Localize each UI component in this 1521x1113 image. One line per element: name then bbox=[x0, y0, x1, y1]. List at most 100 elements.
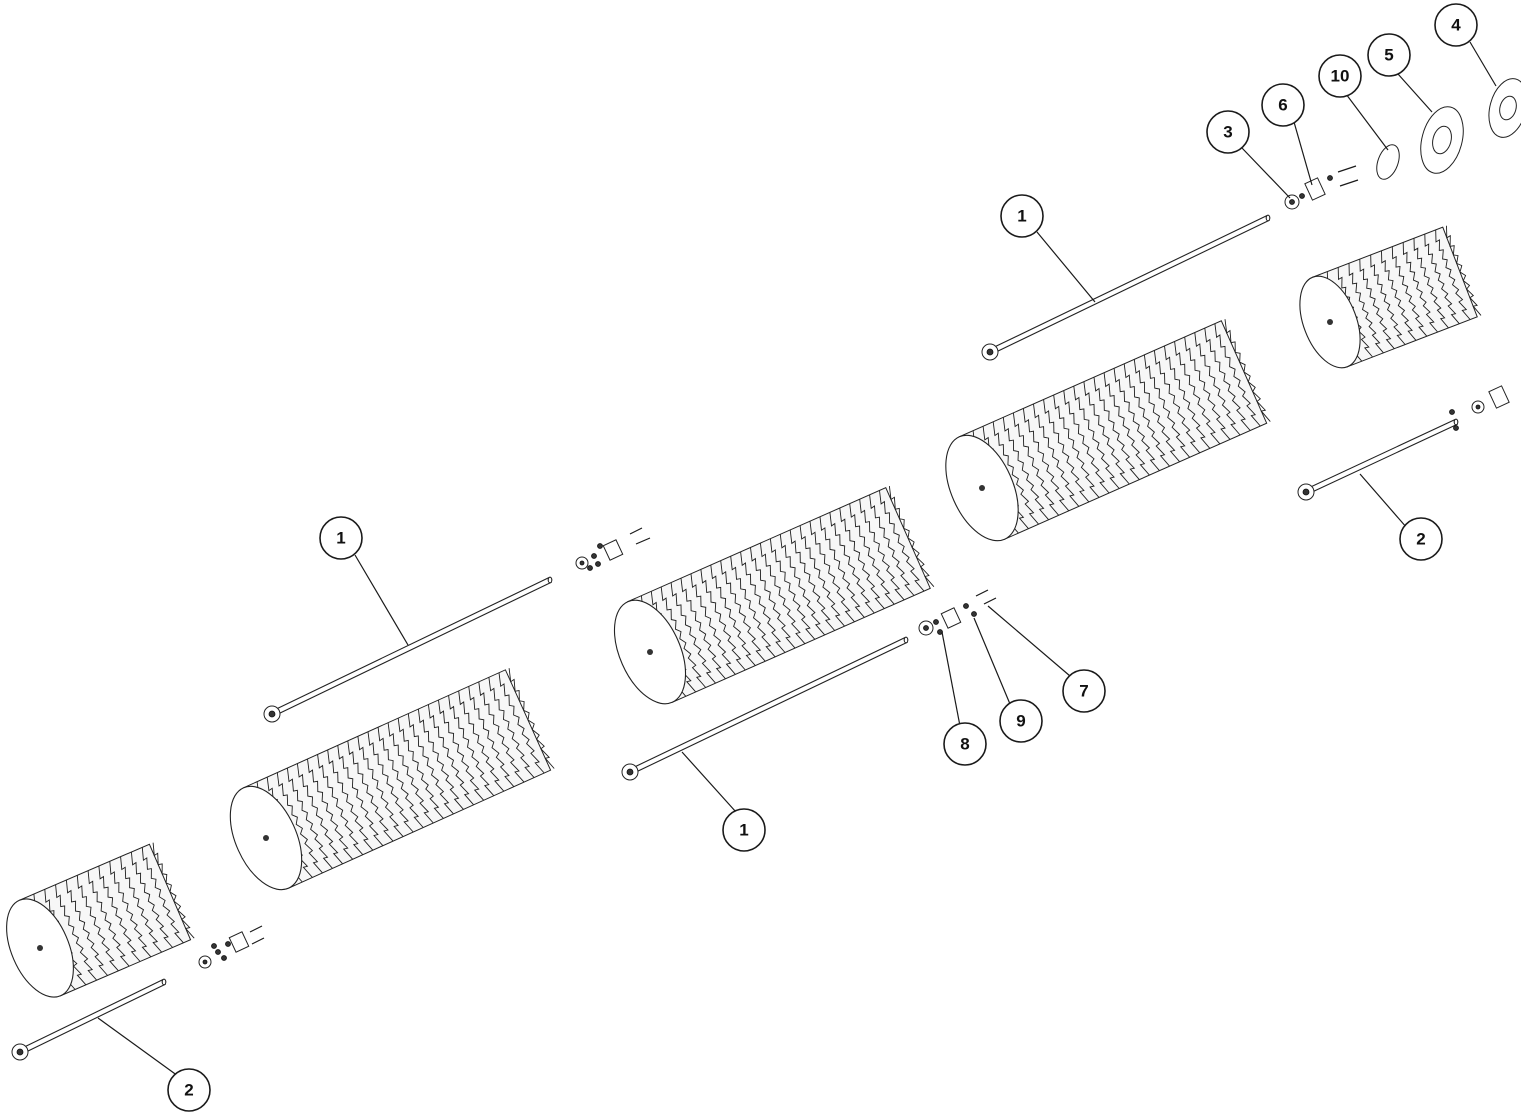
callout-label: 8 bbox=[960, 735, 969, 754]
shaft-end bbox=[903, 636, 909, 644]
roller-fin bbox=[1002, 417, 1049, 520]
roller-fin bbox=[1194, 332, 1241, 436]
bearing-cluster-lower-left bbox=[198, 925, 265, 969]
roller-fin bbox=[448, 695, 495, 796]
roller-fin bbox=[1381, 250, 1417, 341]
roller-fin bbox=[286, 768, 333, 869]
callout-label: 7 bbox=[1079, 682, 1088, 701]
brush-roller-left bbox=[229, 668, 555, 891]
roller-fin bbox=[1413, 238, 1449, 329]
shaft-end bbox=[547, 576, 553, 584]
roller-fin bbox=[1424, 234, 1460, 324]
shaft-end bbox=[1453, 418, 1459, 426]
roller-axle-hole bbox=[979, 485, 985, 491]
roller-fin bbox=[1073, 386, 1120, 489]
roller-fin bbox=[317, 754, 364, 855]
roller-fin bbox=[87, 870, 130, 967]
roller-fin bbox=[1022, 408, 1070, 512]
roller-fin bbox=[819, 516, 865, 618]
roller-fin bbox=[1012, 412, 1060, 516]
roller-fin bbox=[1063, 390, 1110, 494]
callout-2-right: 2 bbox=[1399, 517, 1443, 561]
roller-fin bbox=[397, 718, 444, 819]
roller-fin bbox=[367, 731, 414, 833]
shaft-right bbox=[1304, 418, 1459, 496]
callout-group: 1 1 1 2 2 3 4 5 bbox=[167, 3, 1478, 1112]
callout-1-left: 1 bbox=[319, 516, 363, 560]
roller-fin bbox=[1043, 399, 1090, 503]
roller-fin bbox=[109, 861, 152, 958]
roller-fin bbox=[296, 763, 343, 865]
roller-fin bbox=[307, 758, 354, 860]
roller-fin bbox=[1184, 336, 1231, 440]
roller-axle-hole bbox=[647, 649, 653, 655]
roller-fin bbox=[859, 499, 905, 601]
roller-fin bbox=[1083, 381, 1130, 485]
roller-fin bbox=[700, 569, 746, 671]
shaft-end bbox=[1265, 214, 1271, 222]
leader-7 bbox=[987, 605, 1071, 677]
brush-roller-lower-left bbox=[6, 842, 195, 998]
callout-label: 1 bbox=[1017, 207, 1026, 226]
roller-fin bbox=[759, 543, 806, 644]
roller-fin bbox=[809, 521, 855, 623]
callout-10: 10 bbox=[1318, 54, 1362, 98]
callout-1-center: 1 bbox=[722, 808, 766, 852]
roller-fin bbox=[98, 865, 141, 962]
bearing-cluster-right bbox=[1449, 385, 1510, 431]
roller-fin bbox=[508, 668, 555, 769]
leader-8 bbox=[941, 631, 961, 727]
roller-fin bbox=[1143, 354, 1191, 458]
roller-fin bbox=[130, 851, 173, 948]
roller-fin bbox=[1093, 377, 1140, 480]
callout-6: 6 bbox=[1261, 83, 1305, 127]
roller-fin bbox=[1359, 259, 1395, 349]
roller-axle-hole bbox=[1327, 319, 1333, 325]
roller-fin bbox=[1446, 225, 1482, 316]
callout-label: 10 bbox=[1331, 67, 1350, 86]
shaft-upper bbox=[988, 214, 1271, 356]
roller-axle-hole bbox=[37, 945, 43, 951]
roller-fin bbox=[1402, 242, 1438, 333]
leader-2-right bbox=[1359, 473, 1408, 529]
sprocket-5 bbox=[1420, 106, 1464, 174]
roller-fin bbox=[498, 672, 545, 774]
roller-fin bbox=[1224, 319, 1271, 422]
callout-label: 1 bbox=[739, 821, 748, 840]
roller-fin bbox=[829, 512, 875, 614]
callout-7: 7 bbox=[1062, 669, 1106, 713]
callout-label: 2 bbox=[1416, 530, 1425, 549]
roller-fin bbox=[1435, 229, 1471, 320]
callout-9: 9 bbox=[999, 699, 1043, 743]
roller-fin bbox=[779, 534, 826, 636]
callout-2-lower-left: 2 bbox=[167, 1068, 211, 1112]
leader-9 bbox=[973, 617, 1011, 705]
roller-fin bbox=[468, 686, 515, 787]
roller-fin bbox=[1133, 359, 1180, 462]
hardware-group bbox=[11, 78, 1521, 1061]
roller-fin bbox=[337, 745, 384, 846]
roller-fin bbox=[680, 578, 726, 680]
roller-group bbox=[6, 225, 1482, 998]
roller-fin bbox=[120, 856, 163, 953]
roller-fin bbox=[849, 503, 895, 605]
roller-axle-hole bbox=[263, 835, 269, 841]
roller-fin bbox=[1113, 368, 1160, 471]
roller-fin bbox=[660, 586, 707, 688]
roller-fin bbox=[407, 713, 454, 815]
roller-fin bbox=[347, 740, 394, 842]
leader-6 bbox=[1293, 121, 1313, 186]
roller-fin bbox=[478, 681, 525, 783]
shaft-body bbox=[1304, 418, 1458, 496]
callout-3: 3 bbox=[1206, 110, 1250, 154]
roller-fin bbox=[1164, 345, 1211, 449]
bearing-cluster-left bbox=[575, 527, 651, 571]
roller-fin bbox=[710, 564, 756, 666]
roller-fin bbox=[327, 749, 374, 851]
roller-fin bbox=[740, 551, 786, 653]
roller-fin bbox=[839, 507, 885, 609]
roller-fin bbox=[387, 722, 434, 824]
roller-fin bbox=[1348, 263, 1384, 354]
roller-fin bbox=[427, 704, 474, 806]
roller-fin bbox=[888, 486, 935, 587]
